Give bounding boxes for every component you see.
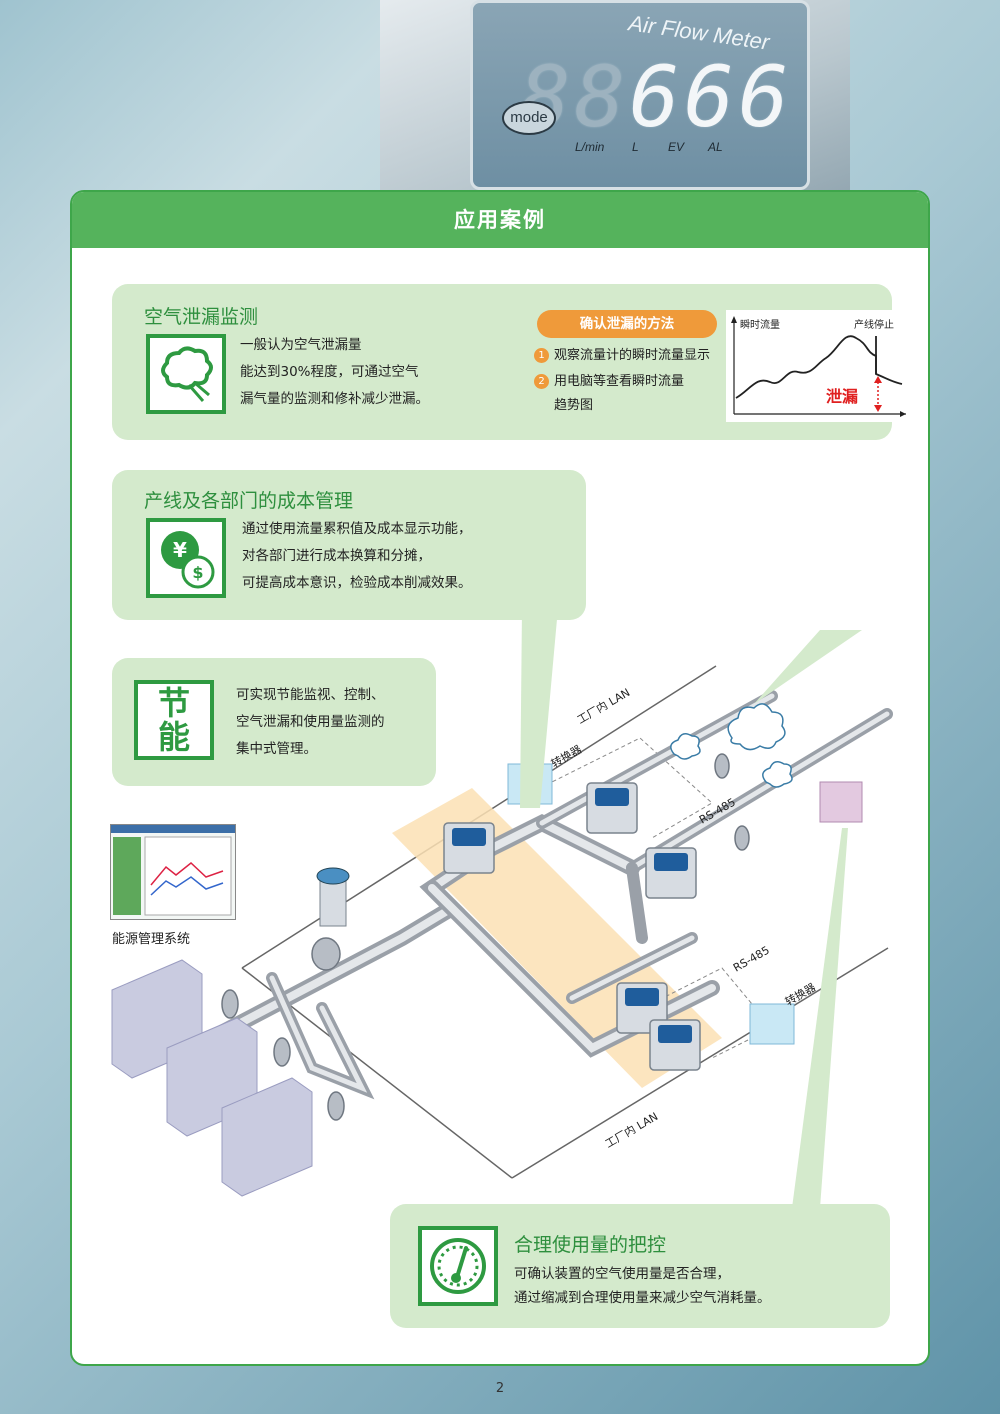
cost-management-text: 通过使用流量累积值及成本显示功能， 对各部门进行成本换算和分摊， 可提高成本意识… bbox=[242, 516, 472, 597]
lan-label-bottom: 工厂内 LAN bbox=[603, 1109, 661, 1150]
pipe-top-right-highlight bbox=[539, 693, 775, 826]
step-1-text: 观察流量计的瞬时流量显示 bbox=[554, 348, 711, 363]
device-mode-button: mode bbox=[502, 101, 556, 135]
leak-method-label: 确认泄漏的方法 bbox=[537, 310, 717, 338]
usage-control-title: 合理使用量的把控 bbox=[514, 1234, 667, 1256]
cost-text-line-3: 可提高成本意识，检验成本削减效果。 bbox=[242, 575, 472, 591]
pipe-loop-left-highlight bbox=[269, 975, 368, 1093]
flange-3 bbox=[327, 1091, 345, 1121]
leak-text-line-1: 一般认为空气泄漏量 bbox=[240, 337, 362, 353]
energy-saving-icon: 节 能 bbox=[134, 680, 214, 760]
junction-box bbox=[819, 781, 863, 823]
energy-saving-text: 可实现节能监视、控制、 空气泄漏和使用量监测的 集中式管理。 bbox=[236, 682, 385, 763]
usage-text-line-1: 可确认装置的空气使用量是否合理， bbox=[514, 1266, 730, 1282]
leak-clouds bbox=[670, 703, 793, 788]
flange-5 bbox=[734, 825, 750, 851]
device-indicator-ev: EV bbox=[668, 140, 685, 154]
page-title: 应用案例 bbox=[72, 192, 928, 248]
device-indicator-l: L bbox=[632, 140, 639, 154]
usage-text-line-2: 通过缩减到合理使用量来减少空气消耗量。 bbox=[514, 1290, 771, 1306]
converter-label-top: 转换器 bbox=[549, 742, 585, 771]
energy-text-line-3: 集中式管理。 bbox=[236, 741, 317, 757]
flange-2 bbox=[273, 1037, 291, 1067]
leak-monitoring-text: 一般认为空气泄漏量 能达到30%程度，可通过空气 漏气量的监测和修补减少泄漏。 bbox=[240, 332, 429, 413]
currency-icon: ¥ $ bbox=[146, 518, 226, 598]
cost-management-panel: 产线及各部门的成本管理 ¥ $ 通过使用流量累积值及成本显示功能， 对各部门进行… bbox=[112, 470, 586, 620]
application-cases-card: 应用案例 bbox=[70, 190, 930, 1366]
leak-text-line-2: 能达到30%程度，可通过空气 bbox=[240, 364, 419, 380]
usage-control-text: 可确认装置的空气使用量是否合理， 通过缩减到合理使用量来减少空气消耗量。 bbox=[514, 1262, 771, 1310]
step-2-text: 用电脑等查看瞬时流量 bbox=[554, 374, 685, 389]
chart-leak-label: 泄漏 bbox=[826, 387, 858, 406]
usage-control-panel: 合理使用量的把控 可确认装置的空气使用量是否合理， 通过缩减到合理使用量来减少空… bbox=[390, 1204, 890, 1328]
flange-4 bbox=[714, 753, 730, 779]
cost-text-line-2: 对各部门进行成本换算和分摊， bbox=[242, 548, 431, 564]
factory-diagram: 工厂内 LAN 工厂内 LAN 转换器 转换器 RS-485 RS-485 bbox=[111, 608, 893, 1208]
device-digits: 88666 bbox=[520, 48, 793, 146]
callout-wedge-leak bbox=[754, 630, 862, 704]
energy-text-line-1: 可实现节能监视、控制、 bbox=[236, 687, 385, 703]
chart-ylabel: 瞬时流量 bbox=[740, 318, 780, 331]
pipe-mid-right-highlight bbox=[629, 711, 890, 871]
rs485-dashed-bottom bbox=[646, 967, 773, 1059]
step-2-badge: 2 bbox=[534, 374, 549, 389]
energy-text-line-2: 空气泄漏和使用量监测的 bbox=[236, 714, 385, 730]
callout-wedge-cost bbox=[520, 608, 558, 808]
yen-symbol: ¥ bbox=[173, 538, 187, 562]
page-number: 2 bbox=[495, 1381, 505, 1396]
gauge-icon bbox=[418, 1226, 498, 1306]
leak-monitoring-panel: 空气泄漏监测 一般认为空气泄漏量 能达到30%程度，可通过空气 漏气量的监测和修… bbox=[112, 284, 912, 440]
lan-label-top: 工厂内 LAN bbox=[575, 685, 633, 726]
air-flow-meter-display bbox=[470, 0, 810, 190]
pipe-bottom-branch-highlight bbox=[569, 935, 695, 1001]
leak-text-line-3: 漏气量的监测和修补减少泄漏。 bbox=[240, 391, 429, 407]
converter-label-bottom: 转换器 bbox=[783, 980, 819, 1009]
step-1-badge: 1 bbox=[534, 348, 549, 363]
leak-method-step-2: 2 用电脑等查看瞬时流量 bbox=[534, 372, 684, 392]
device-digits-value: 666 bbox=[629, 48, 793, 146]
energy-saving-panel: 节 能 可实现节能监视、控制、 空气泄漏和使用量监测的 集中式管理。 bbox=[112, 658, 436, 786]
leak-method-step-1: 1 观察流量计的瞬时流量显示 bbox=[534, 346, 710, 366]
energy-management-system-label: 能源管理系统 bbox=[112, 932, 191, 947]
machines bbox=[111, 959, 313, 1197]
flange-6 bbox=[311, 937, 341, 971]
leak-trend-chart: 瞬时流量 产线停止 泄漏 bbox=[726, 310, 912, 422]
pipe-end-down bbox=[626, 862, 648, 944]
rs485-label-bottom: RS-485 bbox=[731, 944, 772, 975]
energy-char-1: 节 bbox=[157, 684, 190, 722]
callout-wedge-usage bbox=[792, 828, 848, 1208]
energy-management-screen bbox=[110, 824, 236, 920]
cost-management-title: 产线及各部门的成本管理 bbox=[144, 490, 354, 512]
cost-text-line-1: 通过使用流量累积值及成本显示功能， bbox=[242, 521, 472, 537]
flange-1 bbox=[221, 989, 239, 1019]
device-indicator-al: AL bbox=[708, 140, 723, 154]
leak-monitoring-title: 空气泄漏监测 bbox=[144, 306, 259, 328]
pipe-branch-down-highlight bbox=[428, 884, 716, 1053]
device-indicator-lmin: L/min bbox=[575, 140, 605, 154]
leak-method-step-2-cont: 趋势图 bbox=[554, 398, 594, 413]
energy-char-2: 能 bbox=[157, 718, 190, 756]
converter-bottom-box bbox=[749, 1003, 795, 1045]
leak-cloud-icon bbox=[146, 334, 226, 414]
chart-stop-label: 产线停止 bbox=[854, 318, 894, 331]
dollar-symbol: $ bbox=[192, 563, 203, 582]
